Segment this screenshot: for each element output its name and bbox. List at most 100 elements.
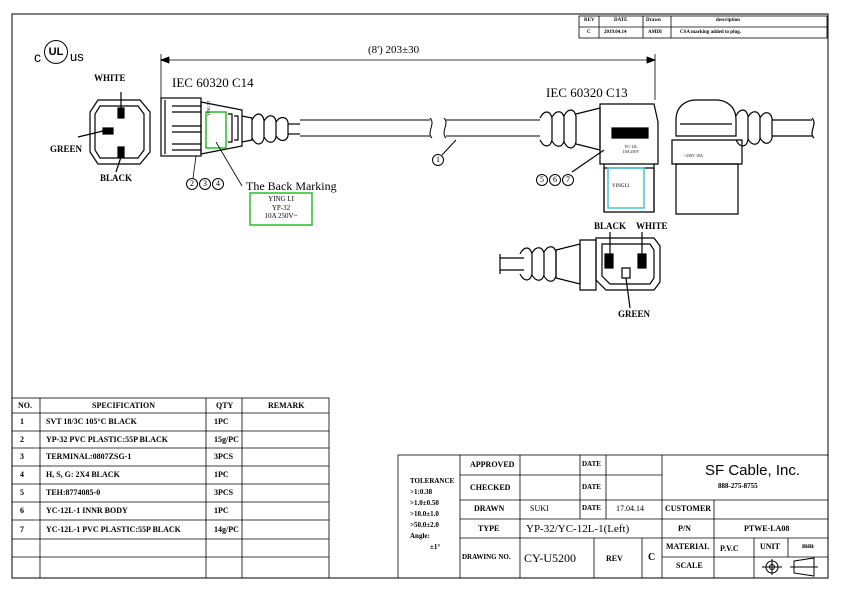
bom-cell-no: 4 [20,470,24,479]
tolerance-line-2: >1.0±0.50 [410,499,439,507]
checked-label: CHECKED [470,483,511,492]
approved-date-label: DATE [582,460,601,468]
company-phone: 888-275-8755 [718,482,758,490]
tolerance-line-6: ±1° [430,543,441,551]
c13-end-view-mark: ~250V 10A [684,153,703,158]
bom-cell-spec: TERMINAL:0807ZSG-1 [46,452,132,461]
c14-side-view [160,97,300,157]
pn-value: PTWE-LA08 [744,524,790,533]
cert-c: c [34,49,41,65]
bom-cell-no: 2 [20,434,24,444]
tolerance-line-3: >10.0±1.0 [410,510,439,518]
callout-3: 3 [199,178,211,190]
scale-label: SCALE [676,561,703,570]
back-marking-box [249,192,313,226]
drawn-header: Drawn [646,18,661,23]
tolerance-line-5: Angle: [410,532,430,540]
bom-cell-no: 7 [20,524,24,534]
drawn-by-value: SUKI [530,504,549,513]
cert-us: us [70,49,84,64]
rev-value: C [587,30,591,35]
drawn-value: AMDI [648,30,662,35]
c13-callouts: 5 6 7 [536,174,574,186]
type-label: TYPE [478,524,500,533]
c14-face-view [77,92,151,173]
c14-side-mark: YING LI [206,101,211,116]
bom-cell-qty: 3PCS [214,488,234,497]
bom-cell-no: 3 [20,452,24,461]
projection-symbol-icon [762,557,818,577]
drawing-no-label: DRAWING NO. [462,553,511,561]
cul-us-logo: c UL us [34,40,94,68]
type-value: YP-32/YC-12L-1(Left) [526,523,630,535]
bom-header-remark: REMARK [268,401,305,410]
material-value: P.V.C [720,544,739,553]
tolerance-line-4: >50.0±2.0 [410,521,439,529]
bom-cell-spec: YC-12L-1 PVC PLASTIC:55P BLACK [46,524,181,534]
back-marking-text: YING LI YP-32 10A 250V~ [250,195,312,221]
back-marking-line-3: 10A 250V~ [264,212,298,220]
ul-mark: UL [44,40,68,64]
bom-header-spec: SPECIFICATION [92,401,155,410]
tolerance-title: TOLERANCE [410,477,455,485]
drawn-date-label: DATE [582,504,601,512]
left-green-label: GREEN [50,144,83,154]
tolerance-line-1: >1:0.38 [410,488,433,496]
title-block-grid [397,454,829,579]
left-black-label: BLACK [100,173,133,183]
right-green-label: GREEN [618,309,651,319]
material-label: MATERIAL [666,542,710,551]
bom-cell-qty: 14g/PC [214,524,239,534]
c13-side-view [539,103,659,213]
rev-value-block: C [648,552,656,563]
rev-header: REV [584,18,595,23]
c13-end-view [671,99,815,215]
bom-header-qty: QTY [216,401,234,410]
bom-cell-qty: 1PC [214,417,229,426]
callout-7: 7 [562,174,574,186]
bom-cell-no: 6 [20,506,24,515]
tolerance-block: TOLERANCE >1:0.38 >1.0±0.50 >10.0±1.0 >5… [410,476,454,553]
dimension-line [159,54,657,100]
bom-cell-no: 1 [20,417,24,426]
callout-1: 1 [432,154,444,166]
bom-table-grid [11,397,330,579]
c13-window-mark: YINGLI [612,184,630,189]
overall-length-dimension: (8') 203±30 [368,44,420,56]
bom-cell-qty: 1PC [214,506,229,515]
callout-5: 5 [536,174,548,186]
right-white-label: WHITE [636,221,668,231]
bom-cell-spec: TEH:8774085-0 [46,488,101,497]
bom-cell-qty: 15g/PC [214,434,239,444]
bom-cell-spec: YC-12L-1 INNR BODY [46,506,128,515]
drawn-label: DRAWN [474,504,505,513]
bom-cell-qty: 1PC [214,470,229,479]
rev-date-value: 2019.04.14 [604,30,627,35]
rev-description-value: CSA marking added to plug. [680,30,741,35]
c14-callout-leader [192,155,197,179]
c14-callouts: 2 3 4 [186,178,224,190]
revision-table-grid [578,15,828,39]
c13-face-view [499,232,661,309]
customer-label: CUSTOMER [665,504,712,513]
c14-title: IEC 60320 C14 [172,75,254,90]
c13-title: IEC 60320 C13 [546,85,628,100]
left-white-label: WHITE [94,73,126,83]
bom-cell-spec: H, S, G: 2X4 BLACK [46,470,120,479]
rev-label: REV [606,554,623,563]
bom-cell-spec: YP-32 PVC PLASTIC:55P BLACK [46,434,169,444]
unit-value: mm [802,542,814,550]
back-marking-line-1: YING LI [268,195,294,203]
pn-label: P/N [678,524,691,533]
bom-cell-qty: 3PCS [214,452,234,461]
right-black-label: BLACK [594,221,627,231]
unit-label: UNIT [760,542,781,551]
c13-body-mark: YC-12L 10A 250V [622,144,640,154]
back-marking-title: The Back Marking [246,179,337,193]
power-cable [300,117,540,156]
approved-label: APPROVED [470,460,515,469]
checked-date-label: DATE [582,483,601,491]
bom-cell-no: 5 [20,488,24,497]
callout-2: 2 [186,178,198,190]
